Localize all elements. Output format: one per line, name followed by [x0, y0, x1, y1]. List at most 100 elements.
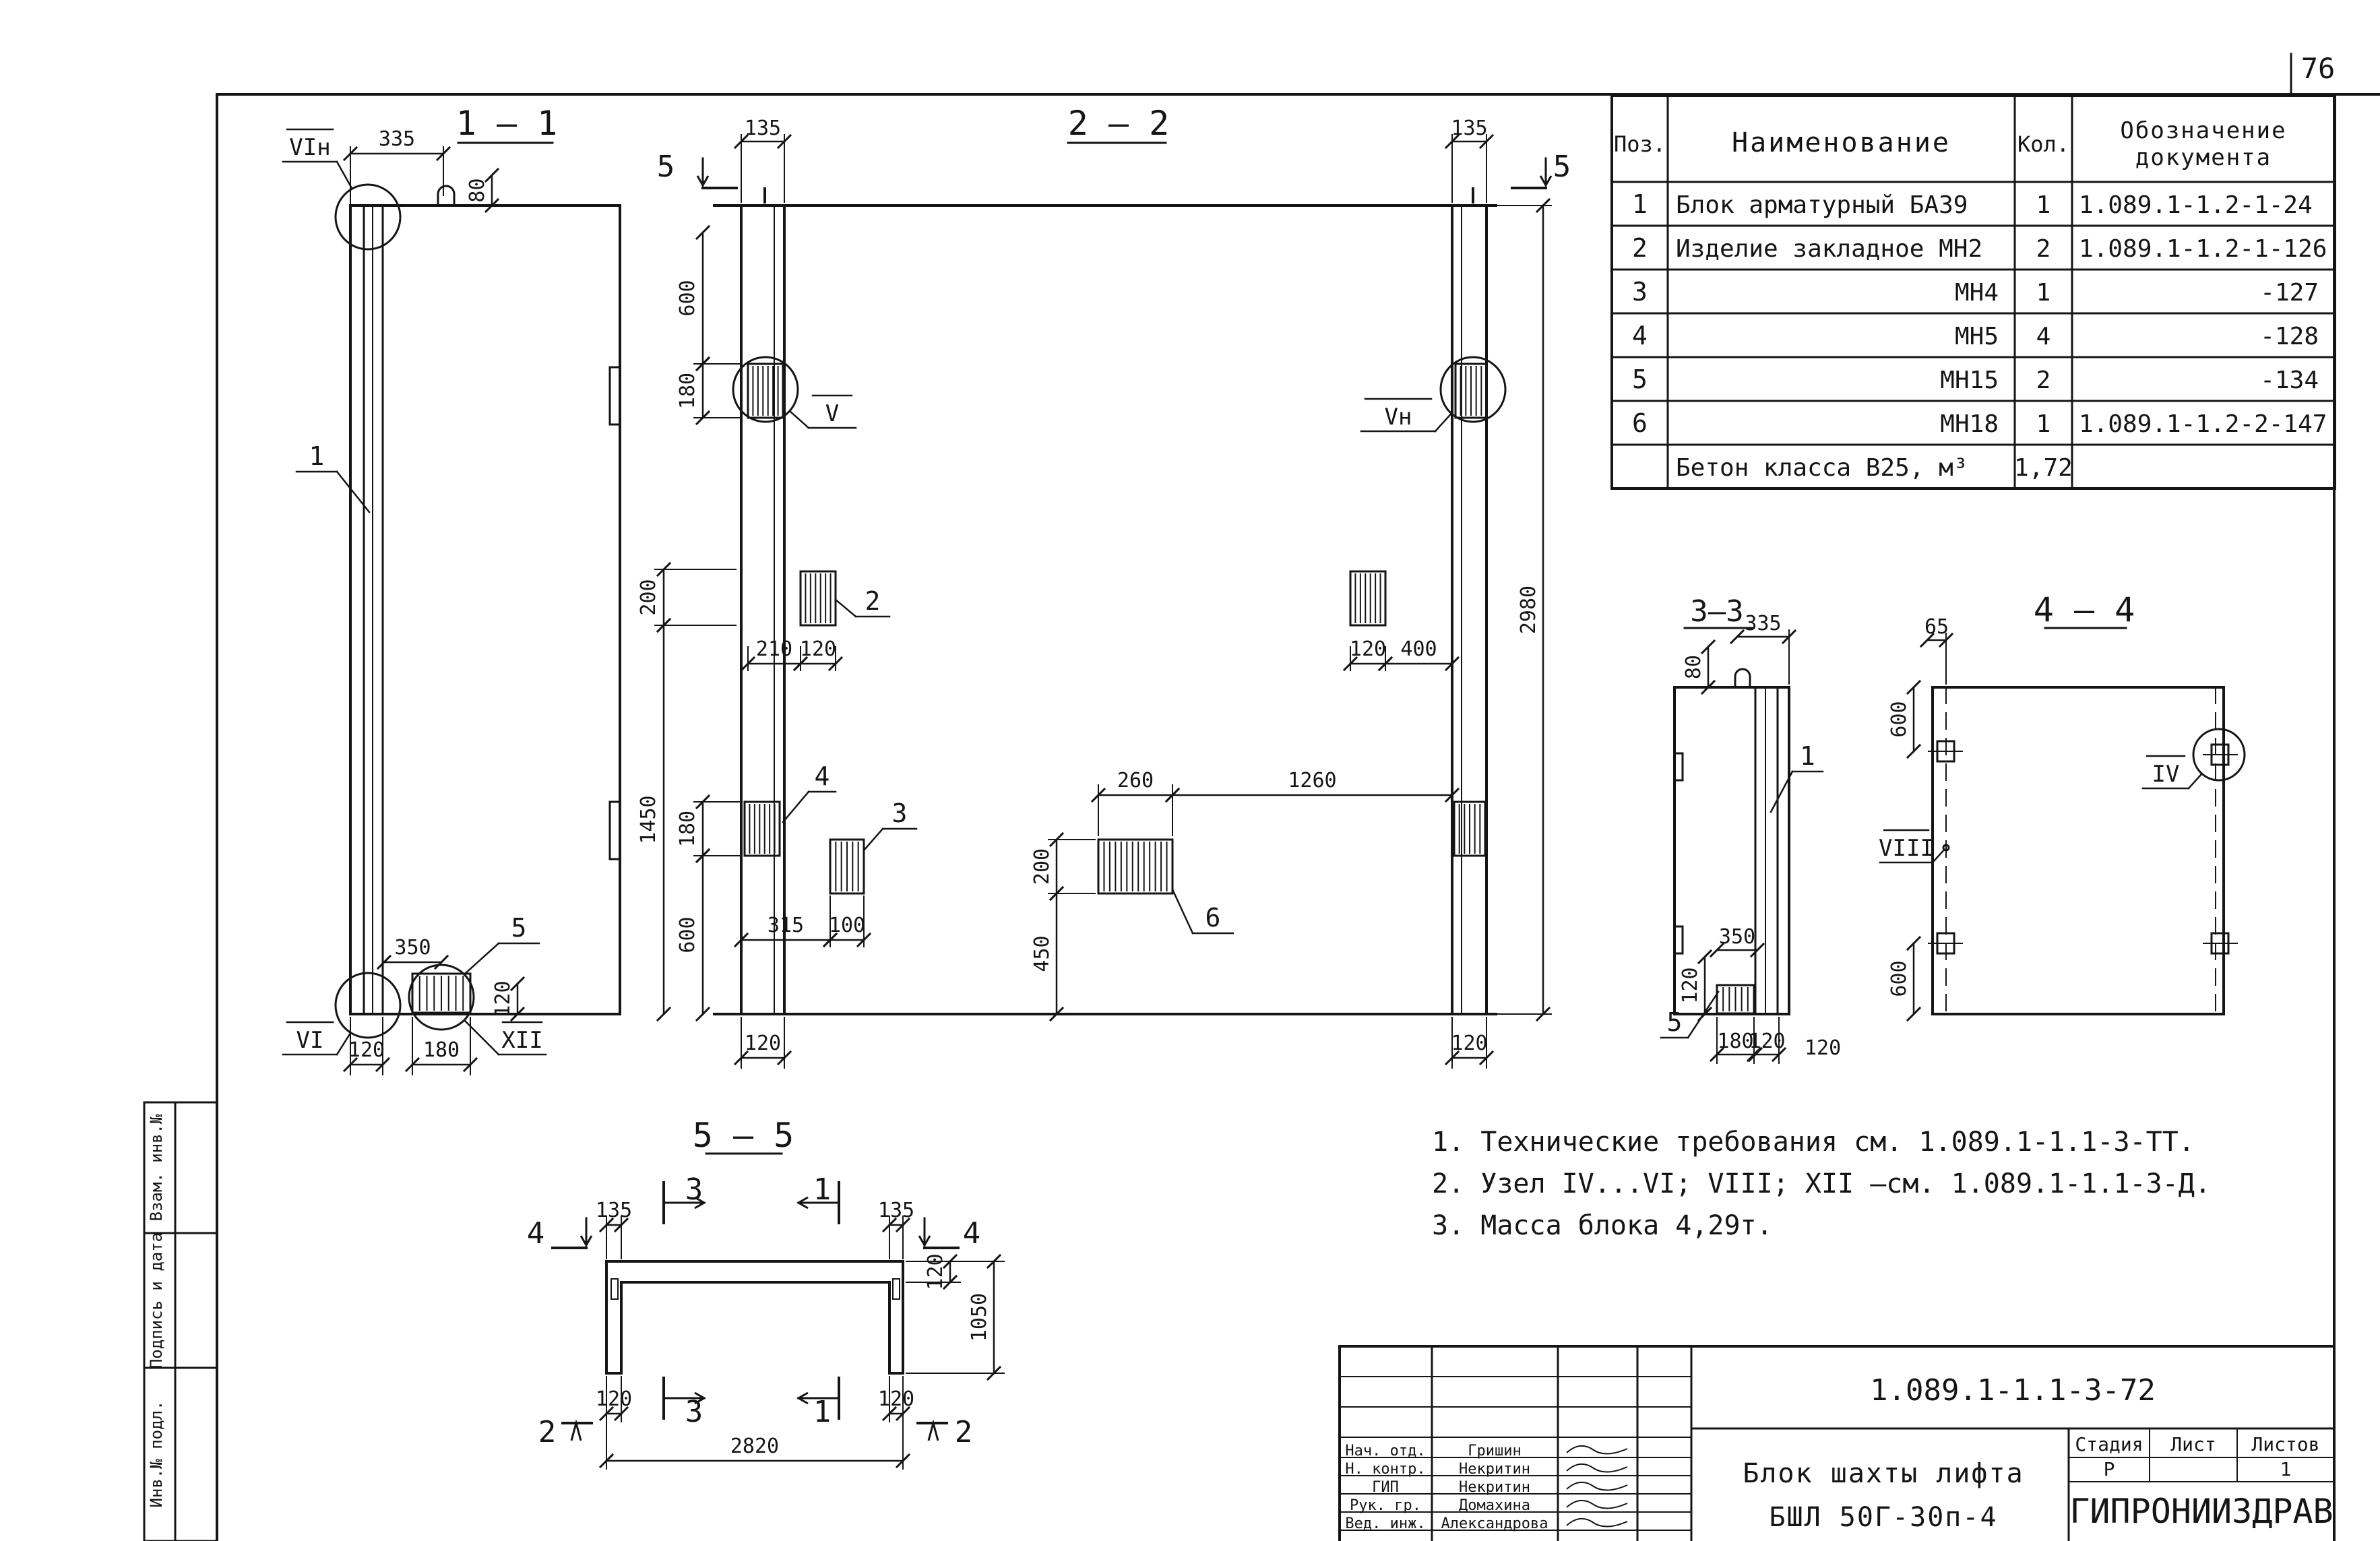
rect — [1097, 838, 1174, 895]
line — [484, 197, 500, 214]
rect — [1673, 925, 1684, 955]
rect — [1716, 984, 1755, 1015]
table-cell-qty: 1 — [2036, 410, 2051, 438]
rect — [608, 800, 621, 860]
section-cut-label: 2 — [538, 1415, 557, 1449]
table-header-pos: Поз. — [1614, 131, 1666, 157]
node-callout-circle — [1439, 356, 1507, 423]
line — [1434, 412, 1453, 433]
line — [376, 954, 392, 970]
line — [788, 410, 810, 429]
dimension-label: 120 — [348, 1038, 385, 1062]
dimension-label: 120 — [924, 1253, 947, 1290]
section-cut-label: 3 — [685, 1172, 703, 1207]
rect — [799, 570, 837, 627]
rect — [1349, 570, 1387, 627]
dimension-label: 180 — [1717, 1030, 1753, 1053]
title-person-name: Александрова — [1441, 1515, 1548, 1532]
section-cut-arrow — [580, 1235, 593, 1248]
dimension-label: 200 — [1030, 848, 1054, 885]
line — [2187, 772, 2203, 790]
section-cut-arrow — [694, 1196, 707, 1209]
table-header-name: Наименование — [1732, 127, 1951, 158]
node-marker-label: IV — [2152, 761, 2180, 788]
table-cell-name: Бетон класса В25, м³ — [1676, 454, 1968, 482]
dimension-label: 135 — [596, 1199, 632, 1222]
table-cell-doc: 1.089.1-1.2-1-24 — [2079, 191, 2313, 219]
dimension-label: 2820 — [730, 1435, 779, 1458]
line — [822, 932, 838, 948]
line — [782, 790, 810, 823]
table-cell-qty: 2 — [2036, 367, 2051, 394]
dimension-label: 65 — [1924, 615, 1949, 639]
node-callout-circle — [334, 183, 402, 251]
line — [464, 942, 500, 975]
line — [1164, 787, 1181, 803]
line — [792, 656, 809, 672]
node-marker-label: VIII — [1879, 835, 1934, 862]
general-note: 1. Технические требования см. 1.089.1-1.… — [1432, 1127, 2195, 1158]
node-callout-circle — [2192, 728, 2246, 782]
section-cut-arrow — [694, 1391, 707, 1405]
position-label: 6 — [1205, 903, 1221, 933]
table-cell-doc: -127 — [2260, 279, 2319, 307]
signature-mark — [1566, 1500, 1628, 1509]
line — [1700, 639, 1716, 655]
line — [834, 598, 857, 618]
rect — [747, 363, 784, 419]
position-label: 5 — [1667, 1007, 1683, 1037]
rect — [608, 366, 621, 426]
line — [1687, 990, 1720, 1039]
title-person-name: Некритин — [1459, 1461, 1530, 1478]
dimension-label: 120 — [1350, 637, 1386, 661]
table-cell-name: МН5 — [1955, 323, 1999, 350]
section-cut-label: 4 — [963, 1216, 981, 1251]
section-cut-arrow — [570, 1419, 582, 1441]
dimension-label: 80 — [466, 178, 489, 202]
signature-mark — [1566, 1482, 1628, 1491]
position-label: 1 — [309, 441, 325, 471]
dimension-label: 335 — [379, 127, 415, 151]
dimension-label: 1260 — [1288, 769, 1336, 792]
table-cell-qty: 1 — [2036, 191, 2051, 219]
line — [1377, 656, 1393, 672]
table-cell-pos: 3 — [1632, 277, 1648, 307]
line — [1048, 1006, 1065, 1022]
line — [733, 932, 749, 948]
dimension-label: 135 — [745, 117, 781, 140]
section-cut-label: 5 — [1553, 150, 1571, 184]
section-title: 3–3 — [1690, 594, 1743, 629]
rect — [1673, 686, 1790, 1015]
dimension-label: 180 — [423, 1038, 460, 1062]
section-cut-label: 3 — [685, 1395, 703, 1429]
title-stage-label: Стадия — [2075, 1433, 2143, 1455]
line — [336, 160, 354, 190]
line — [1906, 935, 1922, 951]
title-sheet-label: Лист — [2170, 1433, 2216, 1455]
table-cell-name: МН4 — [1955, 279, 1999, 307]
table-cell-qty: 4 — [2036, 323, 2051, 350]
section-title: 5 – 5 — [693, 1116, 794, 1155]
title-sheets-label: Листов — [2251, 1433, 2319, 1455]
table-header-qty: Кол. — [2017, 131, 2069, 157]
line — [863, 827, 884, 852]
dimension-label: 450 — [1030, 935, 1054, 972]
section-cut-label: 5 — [657, 150, 675, 184]
dimension-label: 600 — [676, 916, 699, 953]
node-marker-label: V — [825, 400, 839, 427]
line — [1906, 743, 1922, 759]
rect — [1453, 800, 1486, 857]
title-sheets-value: 1 — [2280, 1458, 2292, 1480]
title-role: ГИП — [1372, 1479, 1399, 1496]
dimension-label: 600 — [1887, 960, 1911, 997]
line — [463, 1019, 500, 1056]
dimension-label: 80 — [1682, 655, 1705, 679]
rect — [1673, 752, 1684, 782]
dimension-label: 120 — [1679, 967, 1702, 1003]
rect — [143, 1101, 218, 1541]
signature-mark — [1566, 1445, 1628, 1455]
line — [656, 617, 672, 633]
